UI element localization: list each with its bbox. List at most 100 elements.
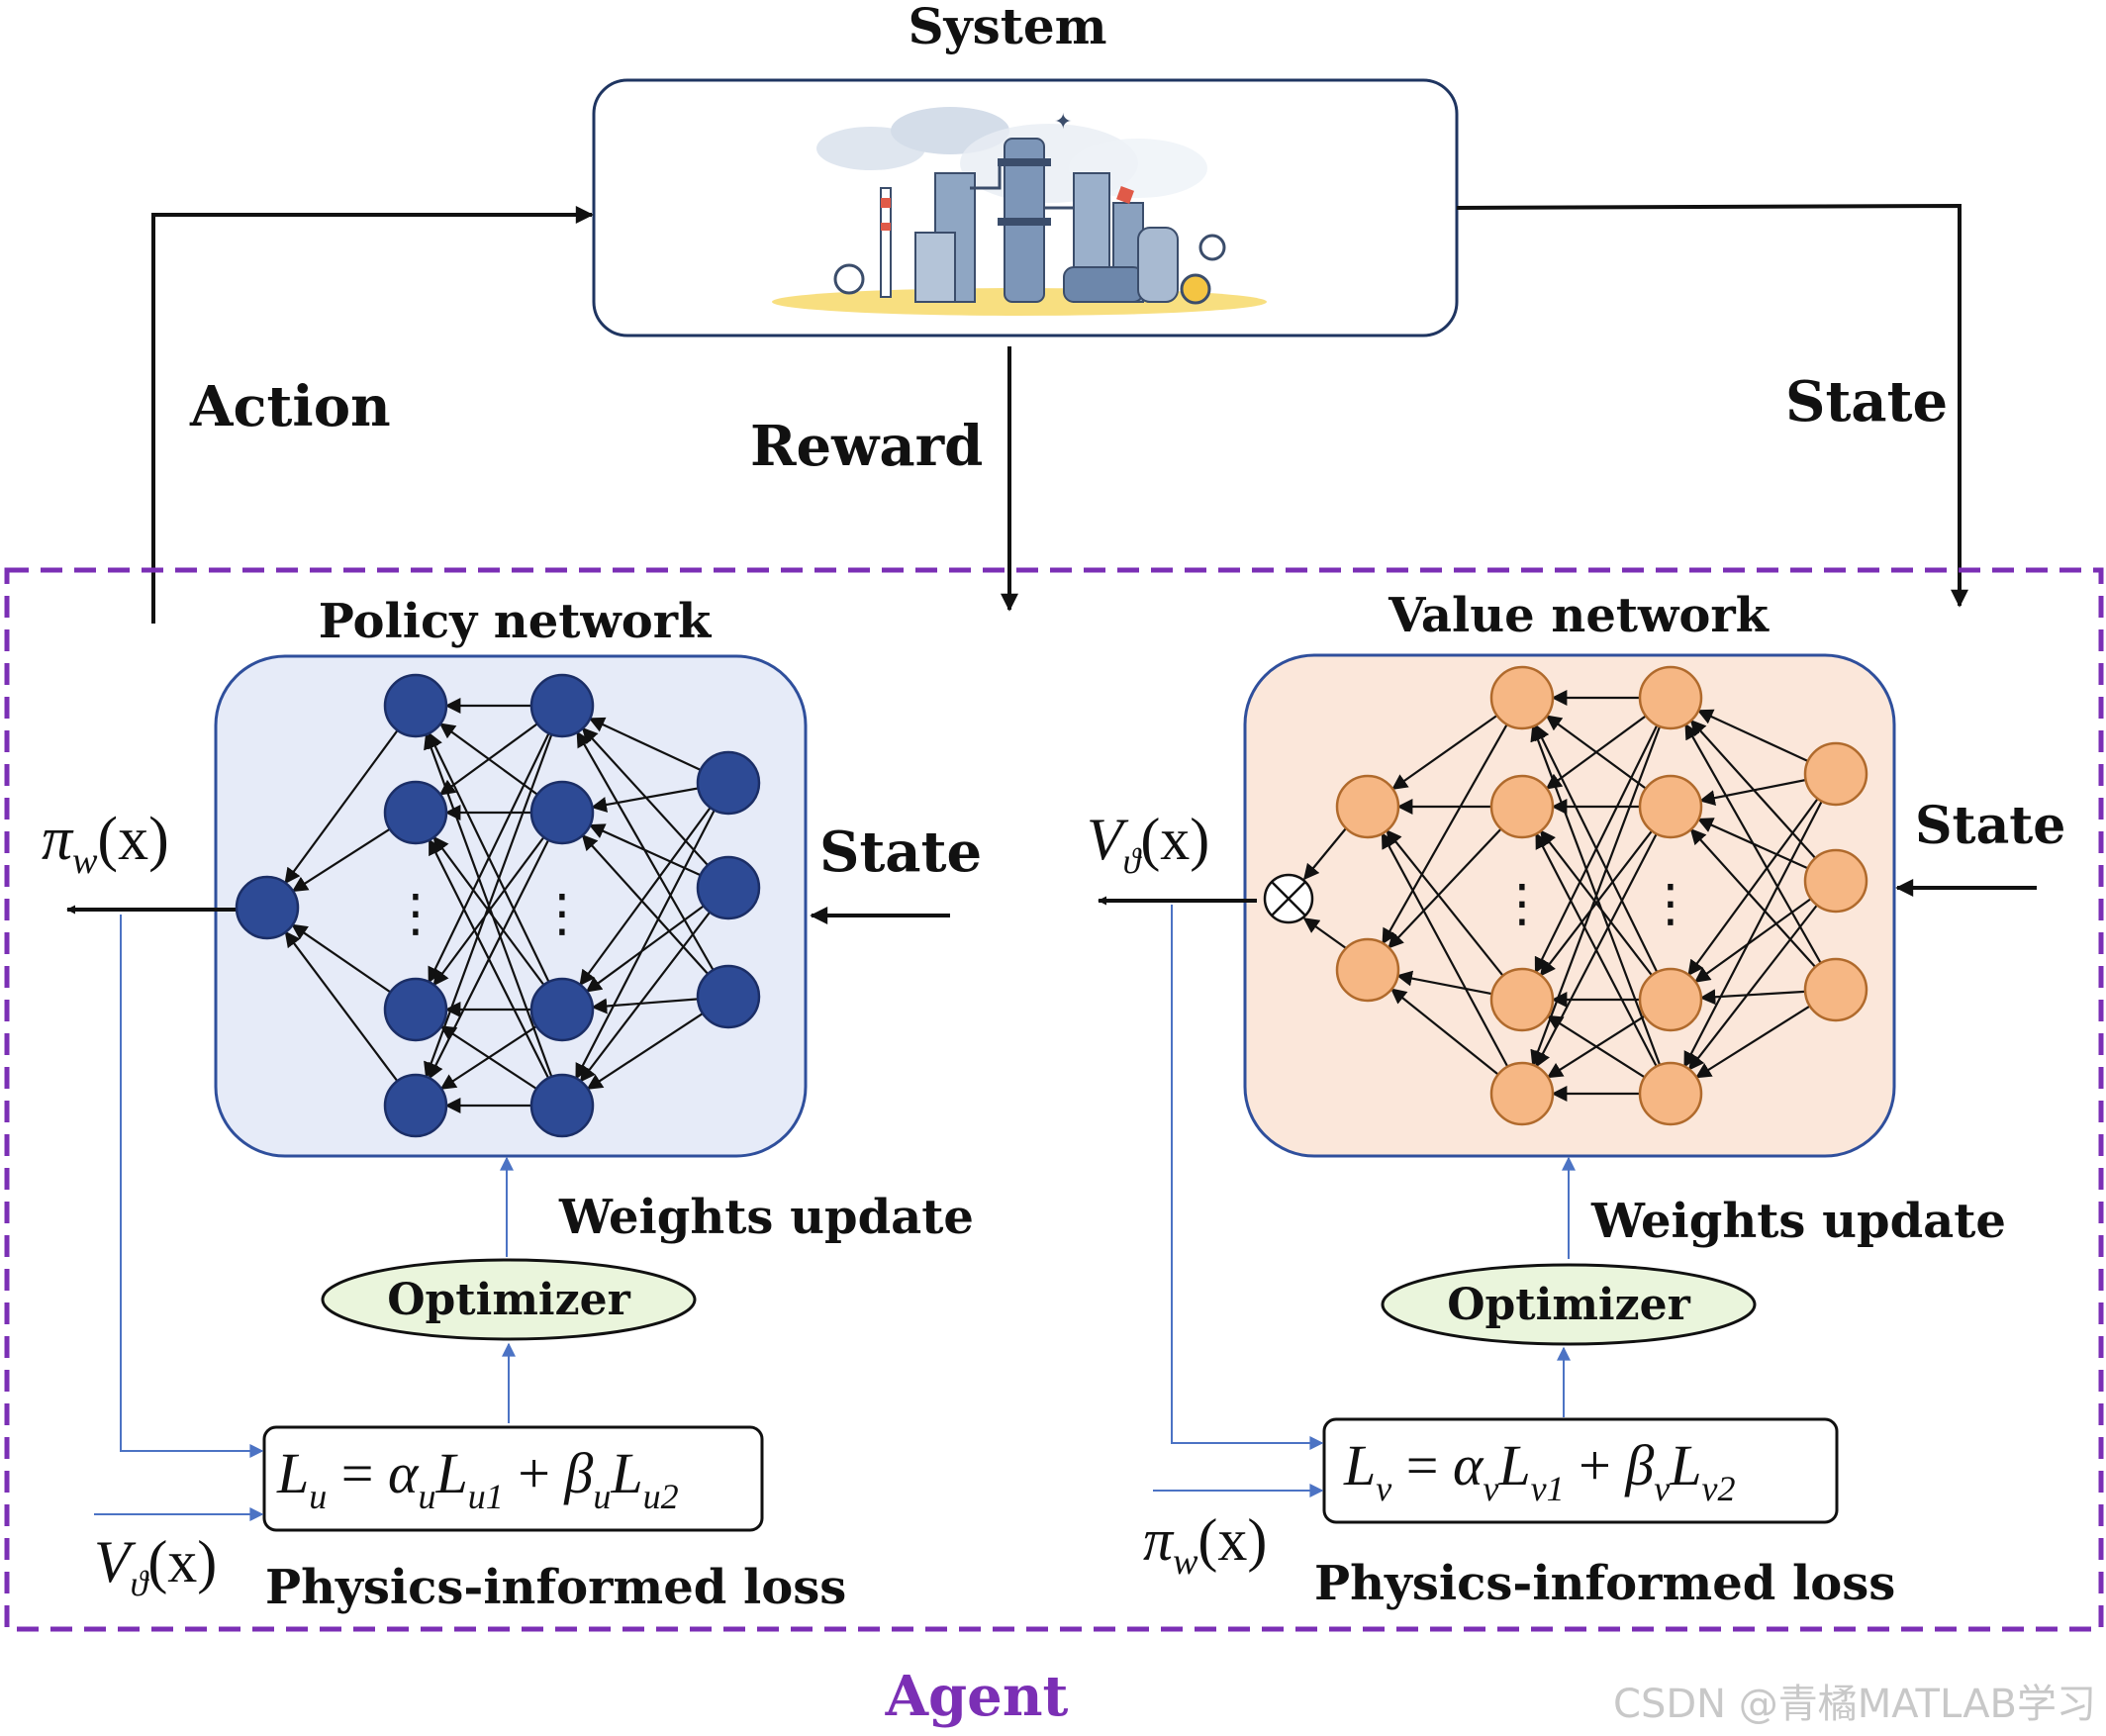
value-edge	[1688, 880, 1837, 1071]
optimizer-policy	[321, 1258, 697, 1341]
value-input-label-policy: Vϑ(x)	[94, 1529, 217, 1603]
value-edge	[1689, 719, 1837, 882]
value-node	[1638, 1061, 1703, 1126]
policy-edge	[575, 782, 729, 1080]
value-network-graph: ⋮⋮	[1263, 665, 1868, 1126]
policy-node	[696, 750, 761, 816]
value-edge	[1539, 829, 1672, 1001]
multiply-cross	[1271, 881, 1306, 916]
value-edge	[1534, 697, 1672, 974]
value-output-label: Vϑ(x)	[1087, 807, 1209, 881]
policy-ellipsis: ⋮	[536, 884, 588, 943]
watermark: CSDN @青橘MATLAB学习	[1613, 1682, 2096, 1727]
value-node	[1803, 957, 1868, 1022]
policy-node	[383, 673, 448, 738]
physics-loss-value: Physics-informed loss	[1314, 1556, 1895, 1611]
policy-network-title: Policy network	[319, 594, 713, 649]
policy-edge	[432, 812, 563, 987]
weights-update-value: Weights update	[1590, 1194, 2006, 1249]
policy-node	[383, 780, 448, 845]
loss-box-value	[1322, 1417, 1839, 1524]
value-edge	[1689, 827, 1837, 991]
physics-loss-policy: Physics-informed loss	[265, 1560, 846, 1615]
optimizer-value	[1381, 1263, 1757, 1346]
value-edge	[1388, 806, 1523, 949]
value-edge	[1687, 773, 1837, 977]
state-label-top: State	[1785, 369, 1948, 434]
policy-edge	[284, 930, 417, 1107]
agent-label: Agent	[885, 1664, 1069, 1729]
value-node	[1335, 774, 1400, 839]
policy-node	[383, 1073, 448, 1138]
policy-edge	[581, 833, 729, 998]
policy-edge	[428, 731, 563, 1011]
policy-edge	[428, 838, 563, 1107]
value-edge	[1382, 697, 1523, 945]
value-node	[1489, 665, 1555, 730]
value-feedback-line	[1171, 905, 1324, 1450]
value-edge	[1683, 773, 1837, 1068]
policy-node	[529, 673, 595, 738]
loss-equation-policy: Lu = αuLu1 + βuLu2	[276, 1441, 679, 1516]
policy-edge	[424, 732, 564, 1107]
value-network-title: Value network	[1388, 588, 1771, 643]
value-node	[1489, 967, 1555, 1032]
reward-label: Reward	[750, 414, 983, 479]
value-node	[1803, 741, 1868, 807]
policy-node	[529, 1073, 595, 1138]
policy-network-graph: ⋮⋮	[235, 673, 761, 1138]
system-title: System	[908, 0, 1106, 55]
state-label-policy: State	[819, 820, 982, 885]
value-edge	[1535, 832, 1672, 1095]
svg-text:✦: ✦	[1054, 110, 1072, 135]
factory-icon: ✦	[772, 107, 1267, 316]
state-label-value: State	[1915, 796, 2065, 856]
policy-network-box	[214, 654, 808, 1158]
value-edge	[1302, 827, 1347, 881]
policy-node	[696, 855, 761, 920]
policy-input-label-value: πw(x)	[1143, 1507, 1267, 1583]
value-node	[1335, 937, 1400, 1003]
value-edge	[1539, 806, 1672, 977]
policy-edge	[579, 887, 729, 1083]
action-label: Action	[189, 374, 391, 439]
value-edge	[1386, 828, 1523, 1001]
value-node	[1638, 665, 1703, 730]
policy-edge	[576, 730, 729, 998]
policy-node	[383, 977, 448, 1042]
value-edge	[1534, 723, 1672, 1001]
policy-edge	[428, 705, 563, 984]
policy-edge	[432, 835, 563, 1011]
policy-edge	[581, 726, 729, 889]
policy-edge	[284, 705, 417, 885]
value-edge	[1381, 831, 1523, 1095]
policy-node	[235, 875, 300, 940]
optimizer-value-label: Optimizer	[1447, 1280, 1690, 1330]
value-node	[1638, 967, 1703, 1032]
policy-node	[529, 977, 595, 1042]
value-edge	[1302, 917, 1347, 949]
policy-node	[696, 964, 761, 1029]
policy-feedback-line	[120, 915, 264, 1458]
value-node	[1638, 774, 1703, 839]
state-arrow	[1456, 203, 1968, 608]
value-ellipsis: ⋮	[1645, 874, 1696, 933]
policy-node	[529, 780, 595, 845]
value-node	[1489, 774, 1555, 839]
value-ellipsis: ⋮	[1496, 874, 1548, 933]
loss-box-policy	[262, 1425, 764, 1532]
value-edge	[1530, 724, 1673, 1095]
agent-boundary	[4, 567, 2104, 1632]
loss-equation-value: Lv = αvLv1 + βvLv2	[1343, 1433, 1736, 1508]
policy-output-label: πw(x)	[42, 806, 169, 882]
action-arrow	[151, 206, 594, 624]
policy-edge	[579, 782, 729, 987]
policy-ellipsis: ⋮	[390, 884, 441, 943]
value-network-box	[1243, 653, 1896, 1158]
value-edge	[1684, 723, 1837, 991]
value-node	[1489, 1061, 1555, 1126]
optimizer-policy-label: Optimizer	[387, 1275, 630, 1325]
value-node	[1803, 848, 1868, 914]
